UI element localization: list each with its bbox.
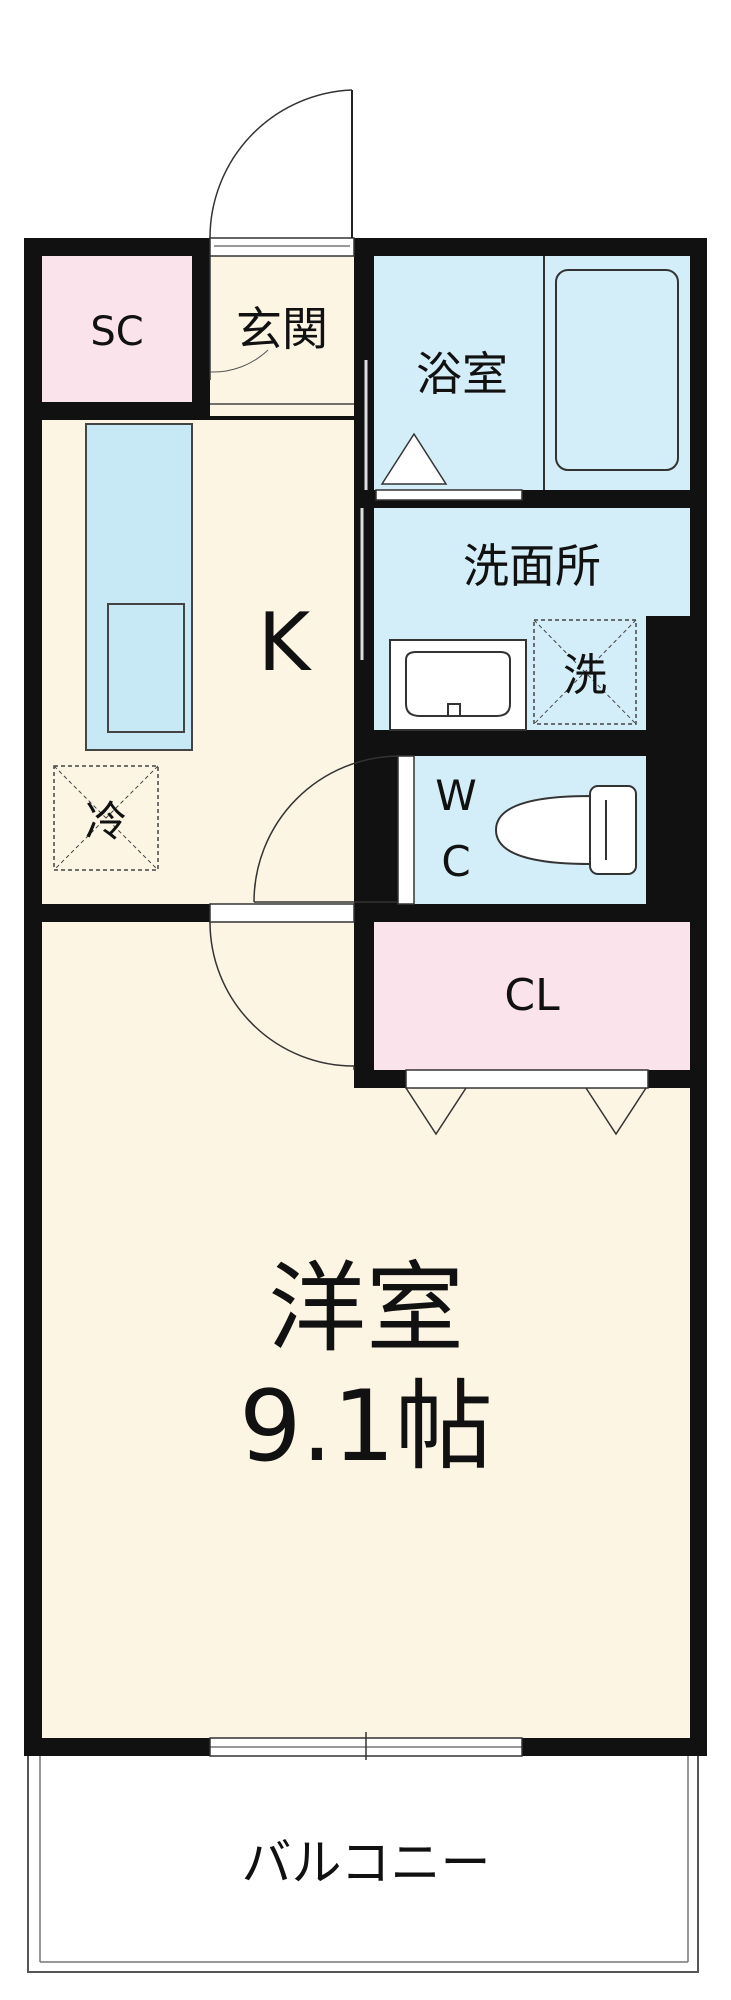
label-fridge: 冷 xyxy=(85,797,127,846)
toilet-tank xyxy=(589,785,637,875)
label-closet: CL xyxy=(504,970,560,1021)
label-western-room-size: 9.1帖 xyxy=(239,1370,493,1484)
kitchen-sink xyxy=(107,603,185,733)
label-balcony: バルコニー xyxy=(242,1834,491,1892)
bathtub xyxy=(555,269,679,471)
label-sc: SC xyxy=(90,309,143,355)
fridge-space xyxy=(53,765,159,871)
entrance-floor xyxy=(210,256,354,416)
balcony-area xyxy=(27,1751,699,1973)
label-washer: 洗 xyxy=(563,650,607,701)
label-kitchen: K xyxy=(258,596,313,689)
label-wc-c: C xyxy=(441,837,470,886)
label-entrance: 玄関 xyxy=(236,302,328,356)
toilet-bowl xyxy=(494,794,591,866)
label-western-room: 洋室 xyxy=(268,1252,464,1366)
label-bath: 浴室 xyxy=(416,347,508,401)
closet-area xyxy=(374,922,690,1070)
sc-storage xyxy=(42,256,192,402)
label-wc-w: W xyxy=(435,771,477,820)
label-washroom: 洗面所 xyxy=(463,539,601,593)
washer-space xyxy=(533,619,637,725)
